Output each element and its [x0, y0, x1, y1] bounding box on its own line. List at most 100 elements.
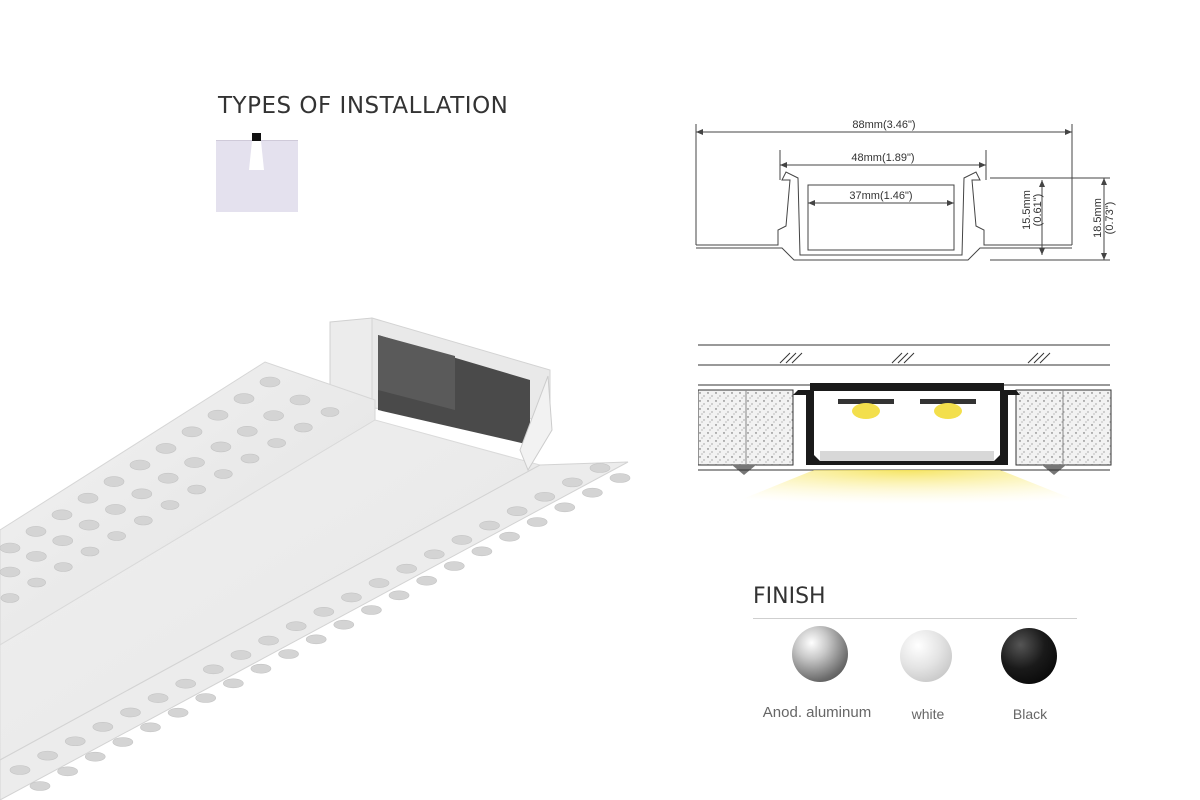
perforation-hole — [131, 488, 153, 500]
perforation-hole — [554, 502, 576, 513]
perforation-hole — [263, 410, 284, 421]
finish-heading: FINISH — [753, 584, 826, 609]
perforation-hole — [361, 605, 382, 615]
perforation-hole — [396, 563, 417, 574]
perforation-hole — [64, 736, 86, 747]
perforation-hole — [134, 515, 153, 526]
perforation-hole — [187, 484, 206, 495]
perforation-hole — [562, 477, 583, 488]
perforation-hole — [157, 472, 179, 484]
perforation-hole — [51, 509, 73, 521]
perforation-hole — [29, 781, 51, 791]
overall-height-mm-label: 18.5mm — [1092, 198, 1104, 238]
perforation-hole — [341, 592, 362, 603]
perforation-hole — [423, 549, 445, 560]
overall-height-in-label: (0.73") — [1104, 202, 1116, 235]
perforation-hole — [80, 546, 100, 557]
perforation-hole — [0, 566, 21, 578]
perforation-hole — [333, 619, 355, 630]
perforation-hole — [78, 519, 100, 531]
perforation-hole — [195, 693, 217, 703]
finish-label: white — [911, 706, 945, 722]
perforation-hole — [294, 422, 313, 433]
installation-cross-section — [698, 344, 1112, 513]
perforation-hole — [155, 443, 177, 454]
perforation-hole — [214, 469, 233, 479]
swatch-white — [900, 630, 952, 682]
perforation-hole — [236, 425, 258, 437]
inner-height-in-label: (0.61") — [1032, 194, 1044, 227]
perforation-hole — [57, 766, 78, 777]
perforation-hole — [0, 542, 21, 554]
perforation-hole — [609, 473, 631, 483]
overall-width-label: 88mm(3.46") — [852, 119, 915, 131]
perforation-hole — [526, 517, 548, 527]
perforation-hole — [451, 535, 473, 545]
perforation-hole — [203, 664, 224, 675]
perforation-hole — [37, 750, 58, 761]
inner-width-label: 37mm(1.46") — [849, 190, 912, 202]
perforation-hole — [210, 441, 232, 453]
perforation-hole — [105, 504, 126, 515]
perforation-hole — [479, 520, 500, 531]
installation-heading: TYPES OF INSTALLATION — [218, 93, 509, 119]
perforation-hole — [25, 526, 47, 537]
perforation-hole — [589, 463, 611, 473]
perforation-hole — [0, 593, 20, 603]
perforation-hole — [258, 635, 279, 646]
perforation-hole — [368, 578, 390, 588]
perforation-hole — [181, 426, 203, 438]
perforation-hole — [320, 407, 340, 417]
perforation-hole — [207, 409, 229, 421]
perforation-hole — [289, 394, 311, 406]
perforation-hole — [175, 678, 197, 689]
flange-width-label: 48mm(1.89") — [851, 152, 914, 164]
perforation-hole — [416, 575, 437, 586]
perforation-hole — [305, 634, 327, 645]
perforation-hole — [129, 459, 151, 471]
perforation-hole — [92, 722, 114, 732]
perforation-hole — [26, 551, 47, 562]
perforation-hole — [278, 649, 299, 659]
perforation-hole — [259, 376, 281, 388]
perforation-hole — [240, 453, 260, 464]
perforation-hole — [506, 506, 528, 516]
perforation-hole — [313, 607, 335, 617]
perforation-hole — [147, 693, 169, 703]
profile-dimension-drawing: 88mm(3.46") 48mm(1.89") 37mm(1.46") 15.5… — [695, 119, 1116, 261]
perforation-hole — [160, 500, 180, 510]
perforation-hole — [120, 707, 141, 718]
recessed-installation-icon — [216, 130, 298, 212]
perforation-hole — [107, 531, 126, 541]
perforation-hole — [443, 561, 465, 571]
swatch-black — [1001, 628, 1057, 684]
perforation-hole — [230, 650, 252, 660]
perforation-hole — [77, 492, 99, 504]
perforation-hole — [52, 535, 74, 547]
perforation-hole — [471, 546, 493, 557]
perforation-hole — [84, 751, 106, 762]
perforation-hole — [167, 707, 189, 718]
perforation-hole — [54, 562, 73, 572]
perforation-hole — [9, 765, 31, 775]
perforation-hole — [223, 678, 244, 689]
perforation-hole — [388, 590, 410, 601]
perforation-hole — [112, 737, 134, 747]
perforation-hole — [233, 393, 255, 404]
finish-label: Black — [1012, 706, 1048, 722]
perforation-hole — [184, 457, 205, 468]
finish-label: Anod. aluminum — [762, 704, 872, 721]
perforation-hole — [103, 476, 125, 487]
perforation-hole — [285, 621, 307, 631]
perforation-hole — [250, 663, 272, 674]
swatch-anodized-aluminum — [792, 626, 848, 682]
perforation-hole — [499, 531, 520, 542]
finish-divider — [753, 618, 1077, 619]
perforation-hole — [267, 438, 286, 448]
perforation-hole — [27, 577, 46, 588]
inner-height-mm-label: 15.5mm — [1021, 190, 1033, 230]
profile-3d-render — [0, 317, 631, 800]
perforation-hole — [140, 722, 161, 733]
perforation-hole — [582, 487, 603, 498]
perforation-hole — [534, 491, 556, 502]
